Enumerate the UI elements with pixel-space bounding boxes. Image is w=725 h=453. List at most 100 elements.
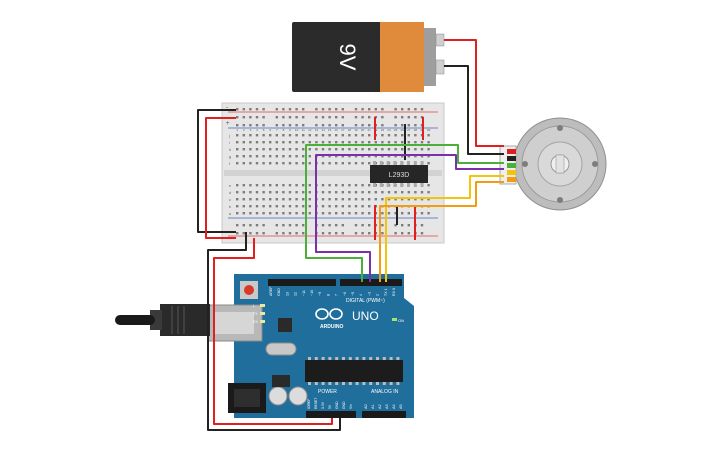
breadboard-hole (249, 116, 252, 119)
breadboard-hole (361, 155, 364, 158)
breadboard-hole (236, 134, 239, 137)
battery-label-band (380, 22, 424, 92)
breadboard-hole (407, 124, 410, 127)
breadboard-hole (335, 134, 338, 137)
breadboard-hole (269, 212, 272, 215)
breadboard-hole (354, 205, 358, 208)
breadboard-hole (255, 232, 259, 235)
breadboard-hole (348, 141, 351, 144)
breadboard-hole (387, 148, 391, 151)
breadboard-hole (242, 205, 245, 208)
breadboard-hole (361, 198, 364, 201)
breadboard-hole (295, 155, 298, 158)
breadboard-hole (269, 184, 272, 187)
breadboard-hole (236, 184, 239, 187)
breadboard-hole (381, 116, 384, 119)
breadboard-hole (341, 205, 344, 208)
breadboard-hole (236, 108, 239, 111)
breadboard-hole (354, 184, 358, 187)
breadboard-hole (315, 134, 318, 137)
breadboard-hole (255, 191, 259, 194)
breadboard-hole (387, 134, 391, 137)
breadboard-hole (427, 198, 430, 201)
column-number: 13 (315, 128, 319, 132)
breadboard-hole (341, 148, 344, 151)
digital-header-label: DIGITAL (PWM~) (346, 298, 385, 304)
row-letter: b (229, 205, 231, 209)
breadboard-hole (335, 141, 338, 144)
breadboard-hole (427, 148, 430, 151)
breadboard-hole (282, 198, 285, 201)
digital-header-low (268, 279, 336, 286)
battery-cap (424, 28, 436, 86)
dc-motor[interactable] (499, 117, 607, 211)
digital-pin-label: 8 (326, 294, 330, 296)
battery-9v[interactable]: 9V (292, 22, 445, 92)
breadboard-hole (321, 108, 325, 111)
breadboard-hole (242, 212, 245, 215)
breadboard-hole (249, 124, 252, 127)
breadboard-hole (295, 198, 298, 201)
breadboard-hole (255, 198, 259, 201)
breadboard-hole (348, 184, 351, 187)
breadboard-hole (328, 124, 331, 127)
mcu-pin (321, 357, 325, 360)
analog-pin-label: A5 (399, 404, 403, 409)
column-number: 26 (401, 128, 405, 132)
column-number: 1 (236, 128, 238, 132)
breadboard-hole (414, 134, 417, 137)
breadboard-hole (288, 148, 292, 151)
breadboard-hole (381, 198, 384, 201)
breadboard-hole (374, 108, 377, 111)
breadboard-hole (335, 116, 338, 119)
breadboard-hole (361, 205, 364, 208)
breadboard-hole (341, 155, 344, 158)
column-number: 20 (361, 128, 365, 132)
column-number: 28 (414, 128, 418, 132)
column-number: 15 (328, 128, 332, 132)
row-letter: a (229, 212, 231, 216)
breadboard-hole (308, 148, 311, 151)
breadboard-hole (302, 212, 305, 215)
breadboard-hole (335, 108, 338, 111)
breadboard-hole (407, 232, 410, 235)
reset-button[interactable] (244, 285, 254, 295)
status-led (260, 304, 265, 307)
l293d-driver-chip[interactable]: L293D (370, 161, 428, 187)
mcu-pin (355, 382, 359, 385)
breadboard-hole (401, 134, 404, 137)
breadboard-hole (394, 141, 397, 144)
breadboard-hole (368, 155, 371, 158)
breadboard-hole (394, 212, 397, 215)
wire-purple-motor (315, 154, 504, 282)
usb-cable[interactable] (115, 304, 210, 336)
breadboard-hole (236, 212, 239, 215)
breadboard-hole (269, 198, 272, 201)
digital-pin-label: ~11 (302, 290, 306, 296)
breadboard-hole (288, 141, 292, 144)
motor-screw-2 (557, 197, 563, 203)
breadboard-hole (255, 148, 259, 151)
breadboard-hole (354, 108, 358, 111)
mcu-pin (328, 357, 332, 360)
column-number: 24 (387, 128, 391, 132)
mcu-pin (335, 382, 339, 385)
wire-battery-negative (444, 65, 504, 155)
chip-pin (379, 161, 383, 165)
breadboard-hole (414, 116, 417, 119)
breadboard-hole (374, 148, 377, 151)
battery-label: 9V (335, 44, 360, 71)
chip-pin (373, 183, 376, 187)
breadboard-hole (275, 141, 278, 144)
breadboard-hole (407, 212, 410, 215)
breadboard-hole (275, 124, 278, 127)
breadboard-hole (236, 205, 239, 208)
breadboard-hole (255, 116, 259, 119)
breadboard-hole (249, 141, 252, 144)
breadboard-hole (407, 191, 410, 194)
breadboard-hole (328, 191, 331, 194)
voltage-regulator (272, 375, 290, 387)
breadboard-hole (315, 108, 318, 111)
